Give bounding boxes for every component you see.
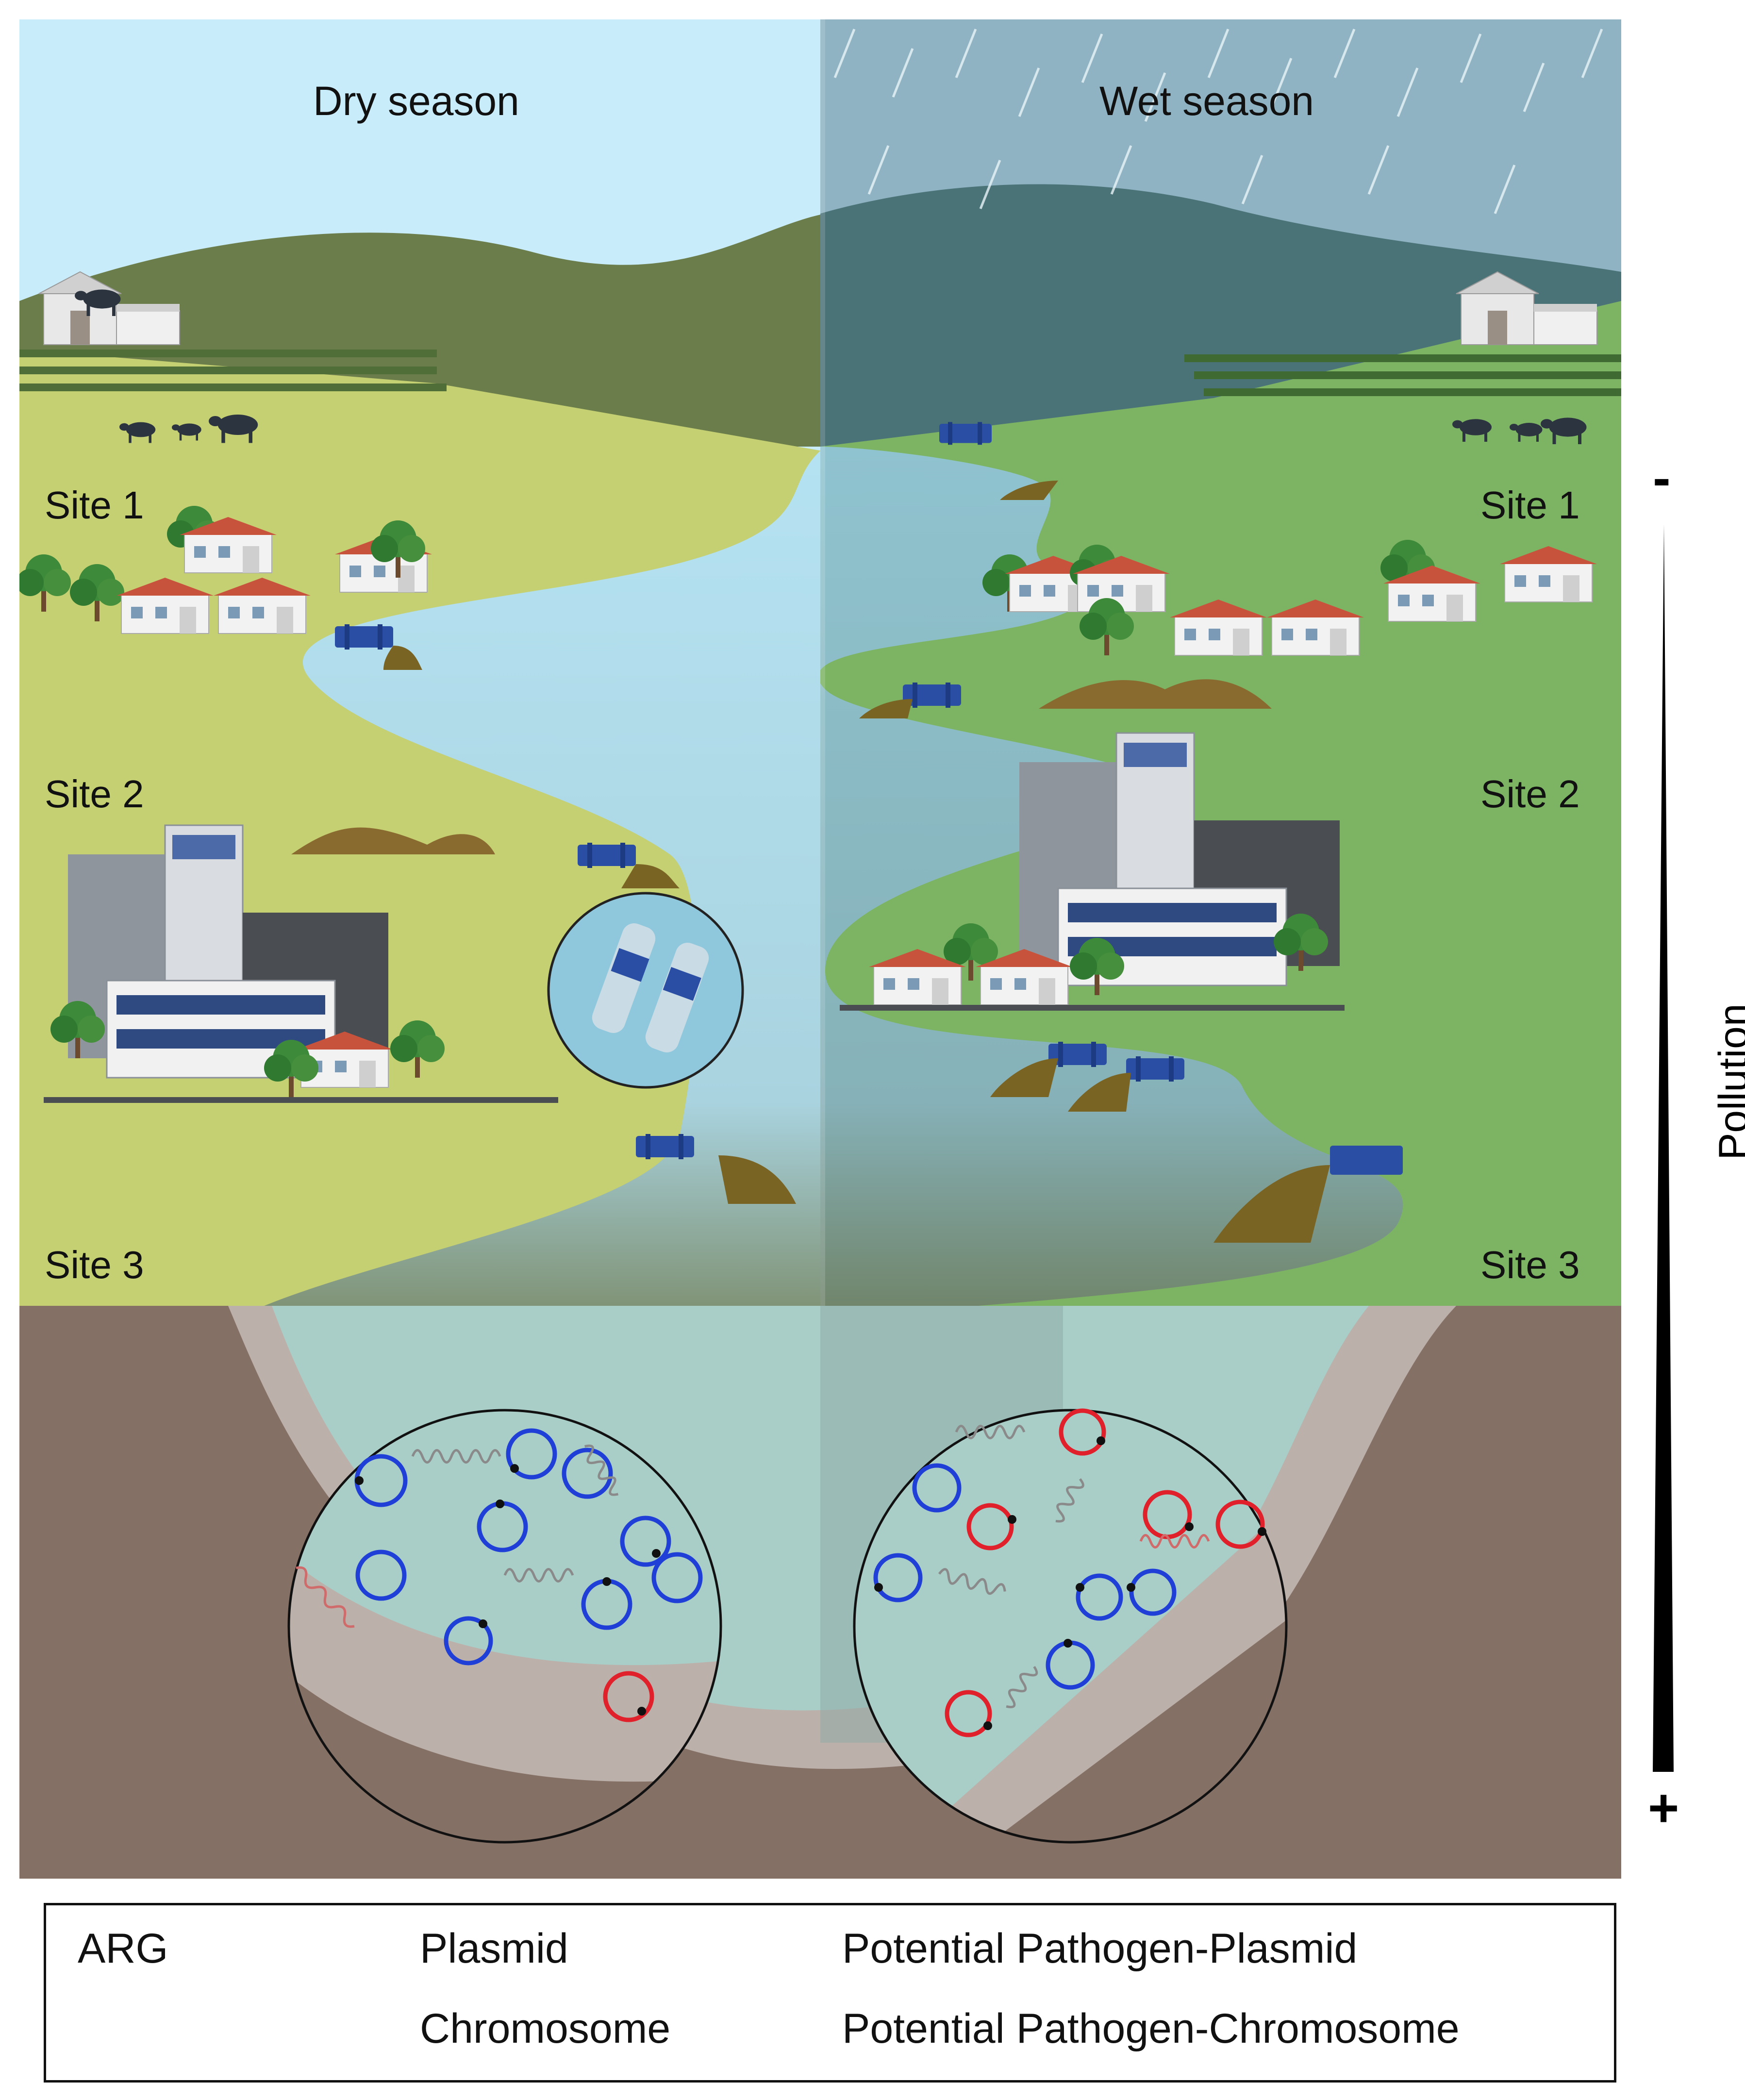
legend-pathogen-plasmid-label: Potential Pathogen-Plasmid bbox=[842, 1925, 1358, 1972]
site-3-label-right: Site 3 bbox=[1480, 1243, 1580, 1286]
plasmid-icon bbox=[355, 1550, 407, 1601]
plasmid-icon bbox=[1046, 1639, 1095, 1690]
site-1-label-right: Site 1 bbox=[1480, 483, 1580, 527]
site-3-label-left: Site 3 bbox=[45, 1243, 144, 1286]
pipe-icon bbox=[578, 843, 636, 868]
chromosome-icon bbox=[955, 1425, 1026, 1439]
chromosome-icon bbox=[411, 1449, 501, 1464]
pipe-icon bbox=[903, 683, 961, 708]
pipe-icon bbox=[335, 624, 393, 650]
microbe-circle-dry bbox=[287, 1409, 722, 1844]
bottle-icon bbox=[547, 892, 744, 1089]
legend: ARG Plasmid Chromosome Potential Pathoge… bbox=[44, 1903, 1616, 2083]
pathogen-plasmid-icon bbox=[1059, 1408, 1106, 1456]
plasmid-icon bbox=[1076, 1573, 1123, 1621]
pollution-low-sign: - bbox=[1653, 448, 1671, 508]
plasmid-icon bbox=[477, 1500, 528, 1552]
pathogen-chromosome-icon bbox=[296, 1566, 355, 1628]
plasmid-icon bbox=[444, 1616, 493, 1666]
pathogen-plasmid-icon bbox=[603, 1671, 654, 1722]
chromosome-icon bbox=[503, 1568, 574, 1583]
plasmid-icon bbox=[873, 1553, 923, 1602]
wet-season-title: Wet season bbox=[1099, 78, 1314, 124]
pipe-icon bbox=[939, 422, 992, 445]
plasmid-icon bbox=[581, 1577, 632, 1630]
pipe-icon bbox=[1126, 1056, 1184, 1082]
pathogen-plasmid-icon bbox=[966, 1503, 1016, 1550]
chromosome-icon bbox=[584, 1444, 619, 1496]
pathogen-chromosome-icon bbox=[1139, 1534, 1210, 1549]
plasmid-icon bbox=[651, 1552, 703, 1603]
plasmid-icon bbox=[354, 1454, 408, 1507]
dry-season-title: Dry season bbox=[313, 78, 519, 124]
pollution-gradient-triangle bbox=[1653, 524, 1674, 1772]
chromosome-icon bbox=[1055, 1478, 1084, 1523]
plasmid-icon bbox=[912, 1463, 962, 1513]
pollution-axis-label: Pollution bbox=[1710, 1003, 1745, 1160]
legend-chromosome-label: Chromosome bbox=[420, 2005, 671, 2052]
site-1-label-left: Site 1 bbox=[45, 483, 144, 527]
plasmid-icon bbox=[562, 1448, 613, 1499]
pipe-icon bbox=[636, 1134, 694, 1159]
rain-icon bbox=[833, 29, 1603, 214]
pipe-icon bbox=[1330, 1146, 1403, 1175]
legend-plasmid-label: Plasmid bbox=[420, 1925, 568, 1972]
pollution-high-sign: + bbox=[1648, 1778, 1679, 1838]
plasmid-icon bbox=[506, 1428, 557, 1480]
site-2-label-left: Site 2 bbox=[45, 772, 144, 816]
site-2-label-right: Site 2 bbox=[1480, 772, 1580, 816]
plasmid-icon bbox=[620, 1516, 671, 1567]
pathogen-plasmid-icon bbox=[1215, 1500, 1266, 1549]
pipe-icon bbox=[1048, 1042, 1107, 1067]
legend-pathogen-chromosome-label: Potential Pathogen-Chromosome bbox=[842, 2005, 1460, 2052]
chromosome-icon bbox=[1006, 1666, 1038, 1709]
plasmid-icon bbox=[1127, 1568, 1177, 1616]
legend-arg-label: ARG bbox=[78, 1925, 168, 1972]
chromosome-icon bbox=[938, 1568, 1006, 1595]
pathogen-plasmid-icon bbox=[945, 1690, 992, 1737]
